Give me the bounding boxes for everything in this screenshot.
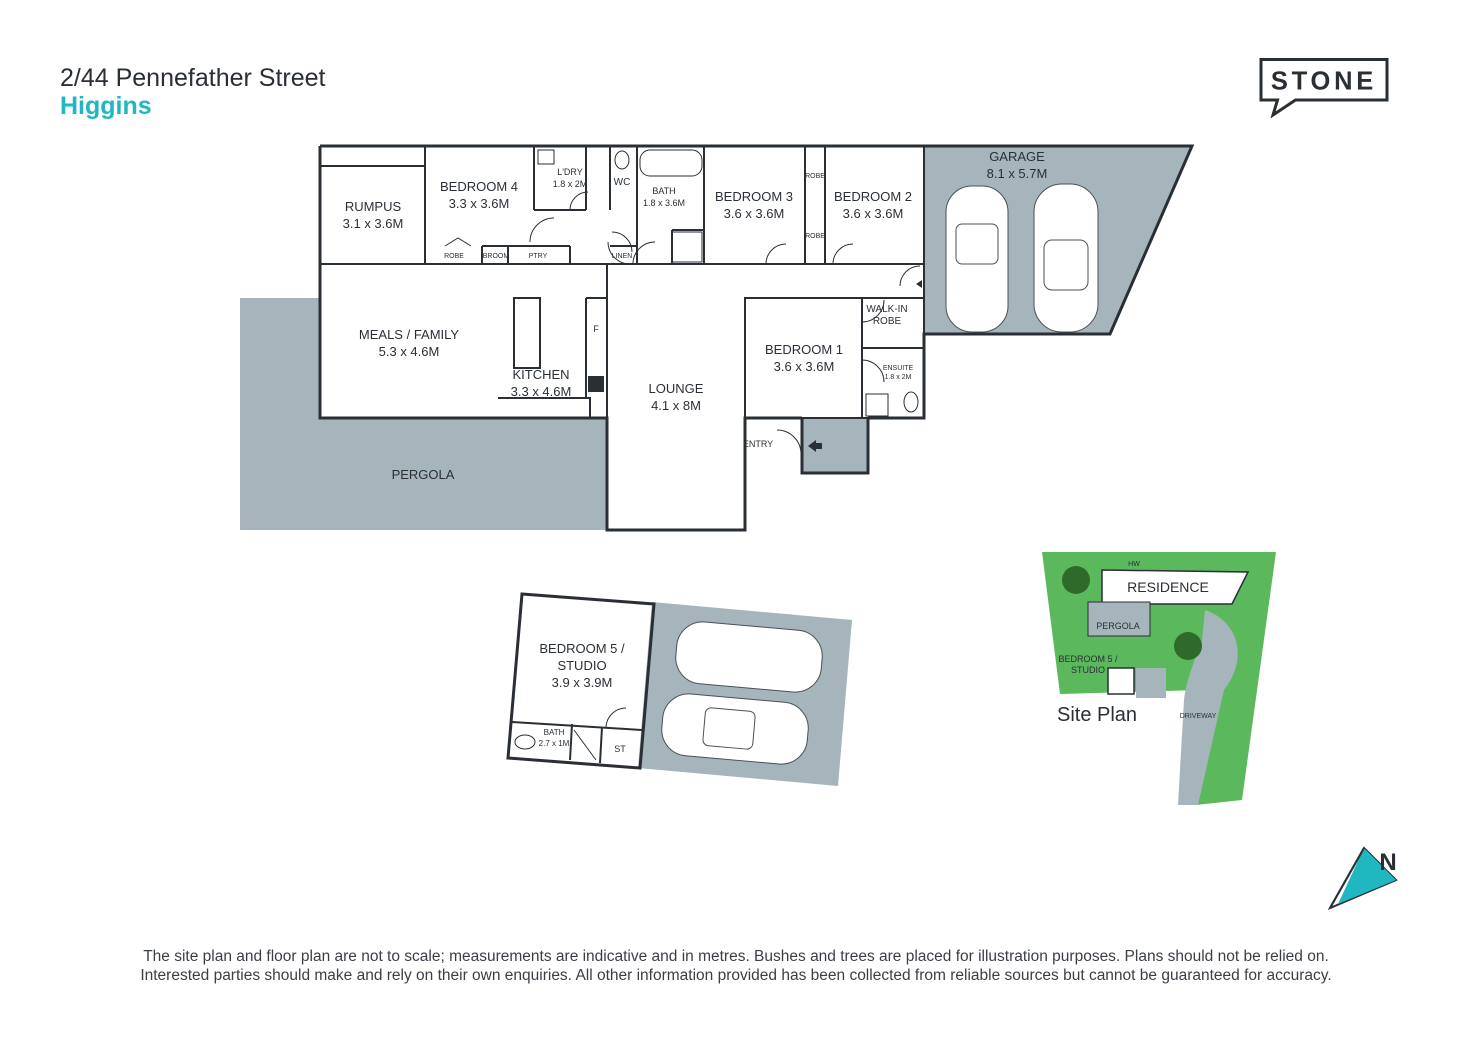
entry-arrow-icon [808, 440, 822, 452]
garage-size: 8.1 x 5.7M [987, 166, 1048, 181]
ensuite-size: 1.8 x 2M [885, 374, 912, 381]
bedroom5-size: 3.9 x 3.9M [552, 675, 613, 690]
kitchen-label: KITCHEN [512, 367, 569, 382]
walkin-line2: ROBE [873, 316, 902, 327]
bedroom2-label: BEDROOM 2 [834, 189, 912, 204]
ldry-size: 1.8 x 2M [553, 179, 588, 189]
storage-label: ST [614, 744, 626, 754]
tree-icon [1062, 566, 1090, 594]
site-studio-line1: BEDROOM 5 / [1058, 654, 1118, 664]
property-suburb: Higgins [60, 92, 152, 120]
north-arrow-icon: N [1327, 846, 1398, 911]
site-studio-line2: STUDIO [1071, 665, 1105, 675]
logo-text: STONE [1271, 68, 1377, 96]
bedroom3-label: BEDROOM 3 [715, 189, 793, 204]
site-driveway-label: DRIVEWAY [1180, 713, 1217, 720]
meals-label: MEALS / FAMILY [359, 327, 460, 342]
bedroom4-label: BEDROOM 4 [440, 179, 518, 194]
site-driveway [1178, 610, 1238, 805]
broom-label: BROOM [483, 253, 510, 260]
meals-size: 5.3 x 4.6M [379, 344, 440, 359]
robe-label-bed2: ROBE [805, 173, 825, 180]
tree-icon [1174, 632, 1202, 660]
property-address: 2/44 Pennefather Street [60, 64, 326, 92]
disclaimer: The site plan and floor plan are not to … [40, 947, 1432, 985]
site-pergola [1087, 601, 1151, 637]
bedroom3-size: 3.6 x 3.6M [724, 206, 785, 221]
pergola-area [240, 298, 607, 530]
bedroom2-size: 3.6 x 3.6M [843, 206, 904, 221]
walkin-line1: WALK-IN [866, 304, 907, 315]
site-plan: HW RESIDENCE PERGOLA BEDROOM 5 / STUDIO … [1042, 552, 1276, 805]
bedroom5-line1: BEDROOM 5 / [539, 641, 625, 656]
kitchen-size: 3.3 x 4.6M [511, 384, 572, 399]
rumpus-label: RUMPUS [345, 199, 402, 214]
entry-label: ENTRY [743, 439, 773, 449]
fridge-label: F [593, 324, 599, 334]
garage-car-left-icon [945, 185, 1009, 333]
bedroom4-size: 3.3 x 3.6M [449, 196, 510, 211]
garage-car-right-icon [1033, 183, 1099, 333]
pergola-label: PERGOLA [392, 467, 455, 482]
stove-icon [588, 376, 604, 392]
north-label: N [1379, 849, 1396, 876]
carport-car-top-icon [675, 621, 823, 693]
site-pergola-label: PERGOLA [1096, 621, 1140, 631]
pantry-label: PTRY [529, 253, 548, 260]
site-carport [1136, 668, 1166, 698]
bath-size: 1.8 x 3.6M [643, 198, 685, 208]
rumpus-size: 3.1 x 3.6M [343, 216, 404, 231]
disclaimer-line1: The site plan and floor plan are not to … [143, 948, 1329, 965]
bath-label: BATH [652, 186, 675, 196]
wc-label: WC [614, 177, 631, 188]
carport-car-bottom-icon [661, 693, 809, 765]
disclaimer-line2: Interested parties should make and rely … [140, 967, 1332, 984]
garage-label: GARAGE [989, 149, 1045, 164]
linen-label: LINEN [612, 253, 633, 260]
site-studio [1107, 667, 1135, 695]
lounge-label: LOUNGE [649, 381, 704, 396]
bedroom1-label: BEDROOM 1 [765, 342, 843, 357]
ensuite-label: ENSUITE [883, 365, 914, 372]
stone-logo: STONE [1259, 58, 1389, 118]
bath2-label: BATH [544, 728, 565, 737]
robe-label-bed3: ROBE [805, 233, 825, 240]
ldry-label: L'DRY [557, 167, 583, 177]
bath2-size: 2.7 x 1M [539, 739, 570, 748]
bedroom5-line2: STUDIO [557, 658, 606, 673]
site-hw-label: HW [1128, 561, 1140, 568]
site-residence-label: RESIDENCE [1127, 579, 1209, 595]
site-plan-title: Site Plan [1057, 704, 1137, 726]
garage-door-arrow-icon [916, 280, 922, 288]
bedroom1-size: 3.6 x 3.6M [774, 359, 835, 374]
robe-label-bed4: ROBE [444, 253, 464, 260]
lounge-size: 4.1 x 8M [651, 398, 701, 413]
